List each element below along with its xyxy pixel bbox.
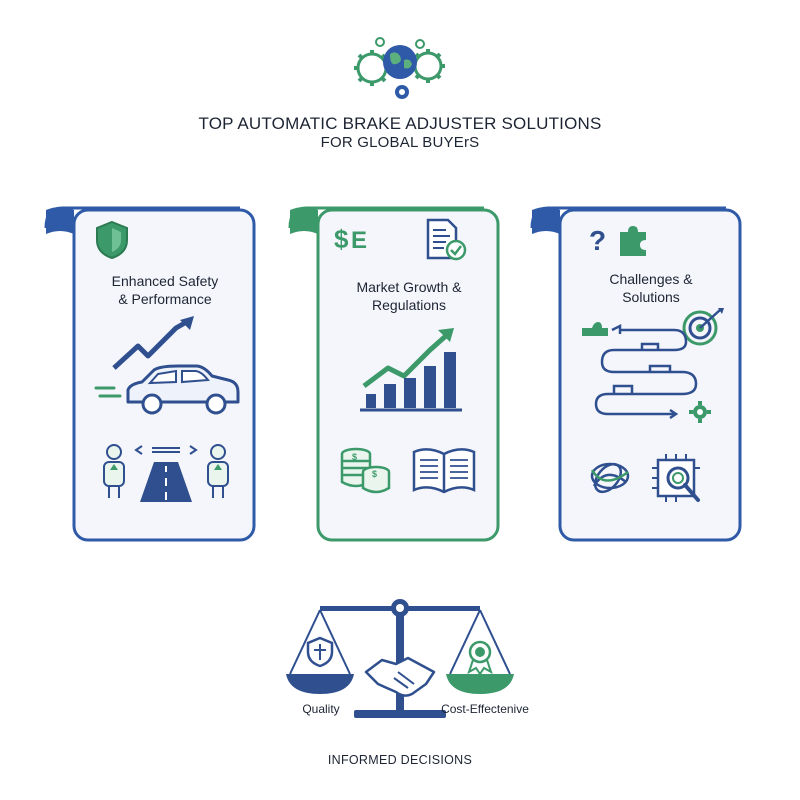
card-market-title-1: Market Growth & (356, 279, 462, 295)
card-market-title-2: Regulations (372, 297, 446, 313)
chip-search-icon (652, 454, 700, 502)
card-challenges-title-1: Challenges & (609, 271, 693, 287)
gear-icon (689, 401, 711, 423)
shield-icon (96, 220, 128, 260)
cost-effective-label: Cost-Effectenive (441, 702, 529, 716)
tangle-icon (590, 462, 630, 494)
globe-gears-icon (354, 37, 445, 99)
card-challenges-title-2: Solutions (622, 289, 680, 305)
puzzle-icon (620, 226, 646, 256)
card-challenges-frame (530, 206, 742, 542)
svg-text:E: E (351, 227, 367, 254)
card-safety-title-1: Enhanced Safety (111, 273, 219, 289)
card-safety-title-2: & Performance (118, 291, 212, 307)
car-icon (94, 364, 240, 415)
coins-icon: $ $ (340, 447, 391, 494)
svg-text:$: $ (334, 224, 349, 254)
document-check-icon (426, 218, 467, 261)
target-icon (682, 308, 724, 346)
winding-path-icon (582, 322, 698, 420)
balance-scale-icon (286, 599, 514, 718)
page-title: TOP AUTOMATIC BRAKE ADJUSTER SOLUTIONS (198, 114, 602, 133)
page-subtitle: FOR GLOBAL BUYErS (320, 134, 480, 151)
currency-icon: $ E (334, 224, 367, 254)
trend-arrow-icon (112, 316, 194, 370)
people-road-icon (103, 444, 229, 502)
informed-decisions-caption: INFORMED DECISIONS (327, 753, 473, 767)
svg-text:$: $ (372, 469, 377, 479)
bar-chart-icon (360, 328, 462, 412)
book-icon (412, 448, 476, 494)
svg-text:?: ? (589, 225, 606, 256)
question-icon: ? (589, 225, 606, 256)
svg-text:$: $ (352, 452, 357, 462)
quality-label: Quality (302, 702, 340, 716)
